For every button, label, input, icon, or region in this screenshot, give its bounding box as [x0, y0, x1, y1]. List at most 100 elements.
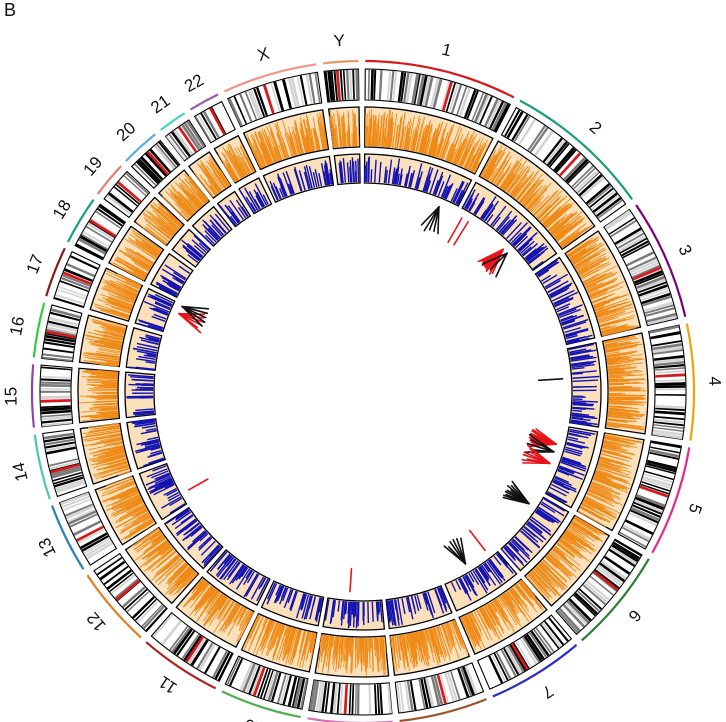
ideogram-band: [109, 572, 134, 593]
orange-bar: [486, 168, 494, 180]
blue-bar: [374, 159, 377, 183]
orange-bar: [244, 162, 251, 174]
blue-bar: [560, 461, 586, 472]
blue-bar: [343, 601, 346, 620]
orange-bar: [576, 261, 592, 271]
blue-bar: [200, 540, 216, 556]
orange-bar: [606, 425, 619, 429]
blue-bar: [145, 334, 161, 340]
ideogram-band: [296, 76, 305, 106]
blue-bar: [557, 469, 570, 476]
orange-bar: [97, 331, 124, 338]
blue-bar: [193, 234, 210, 250]
orange-bar: [83, 431, 121, 439]
blue-bar: [526, 246, 545, 262]
orange-bar: [148, 547, 174, 569]
blue-bar: [560, 314, 578, 322]
blue-bar: [532, 260, 544, 270]
ideogram-band: [654, 410, 685, 416]
orange-bar: [568, 526, 587, 539]
blue-bar: [531, 516, 552, 532]
orange-bar: [97, 369, 118, 373]
chr-label-6: 6: [624, 606, 645, 625]
orange-bar: [510, 587, 530, 612]
orange-bar: [173, 194, 193, 215]
orange-bar: [226, 149, 243, 178]
ideogram-band: [332, 683, 339, 714]
orange-bar: [420, 630, 428, 655]
ideogram-band: [53, 474, 83, 485]
ideogram-centromere: [436, 674, 447, 705]
orange-bar: [501, 172, 514, 190]
orange-bar: [553, 215, 581, 238]
orange-bar: [270, 132, 281, 161]
chr-arc-4: [685, 323, 696, 441]
blue-bar: [186, 249, 201, 261]
ideogram-band: [641, 292, 671, 305]
orange-bar: [167, 564, 189, 586]
blue-bar: [566, 338, 580, 344]
ideogram-band: [646, 459, 677, 470]
orange-bar: [482, 154, 496, 178]
blue-bar: [390, 600, 396, 626]
blue-bar: [329, 169, 333, 185]
blue-bar: [536, 509, 556, 523]
blue-bar: [549, 486, 567, 497]
blue-bar: [514, 536, 533, 554]
orange-bar: [533, 568, 561, 597]
ideogram-centromere: [252, 667, 266, 696]
ideogram-band: [548, 617, 569, 642]
orange-bar: [528, 198, 540, 211]
blue-bar: [433, 171, 444, 195]
ideogram-band: [106, 569, 132, 590]
orange-bar: [111, 492, 139, 506]
orange-bar: [518, 581, 543, 611]
orange-bar: [284, 627, 292, 649]
ideogram-centromere: [335, 70, 341, 101]
blue-bar: [184, 520, 198, 531]
orange-bar: [602, 331, 620, 337]
blue-bar: [422, 593, 429, 611]
blue-bar: [160, 274, 182, 288]
blue-bar: [346, 162, 350, 183]
ideogram-band: [242, 663, 256, 692]
orange-bar: [103, 451, 125, 458]
chr-arc-19: [96, 165, 122, 195]
orange-bar: [433, 627, 443, 656]
ideogram-band: [55, 293, 85, 305]
blue-bar: [241, 567, 249, 578]
orange-bar: [539, 195, 568, 222]
orange-bar: [538, 563, 566, 590]
blue-bar: [201, 544, 220, 564]
ideogram-band: [330, 71, 336, 101]
orange-bar: [124, 278, 141, 287]
orange-bar: [594, 304, 605, 309]
orange-bar: [352, 110, 355, 147]
orange-bar: [189, 180, 207, 203]
ideogram-band: [62, 274, 91, 288]
orange-bar: [573, 518, 600, 535]
orange-bar: [539, 197, 564, 222]
orange-bar: [221, 597, 229, 607]
orange-bar: [430, 628, 441, 663]
orange-bar: [506, 166, 525, 193]
blue-bar: [488, 559, 506, 582]
orange-bar: [149, 211, 176, 234]
orange-bar: [86, 395, 118, 398]
orange-bar: [264, 134, 276, 163]
ideogram-band: [424, 76, 434, 107]
blue-bar: [484, 562, 502, 585]
orange-bar: [276, 121, 289, 158]
orange-bar: [601, 328, 612, 333]
orange-bar: [284, 627, 294, 655]
blue-bar: [145, 344, 158, 349]
ideogram-band: [574, 592, 598, 615]
ideogram-band: [622, 524, 651, 541]
orange-bar: [126, 500, 143, 509]
orange-bar: [184, 573, 198, 588]
ideogram-band: [321, 682, 328, 712]
ideogram-band: [566, 600, 590, 624]
blue-bar: [407, 596, 414, 620]
orange-bar: [100, 309, 129, 320]
ideogram-band: [451, 84, 463, 114]
